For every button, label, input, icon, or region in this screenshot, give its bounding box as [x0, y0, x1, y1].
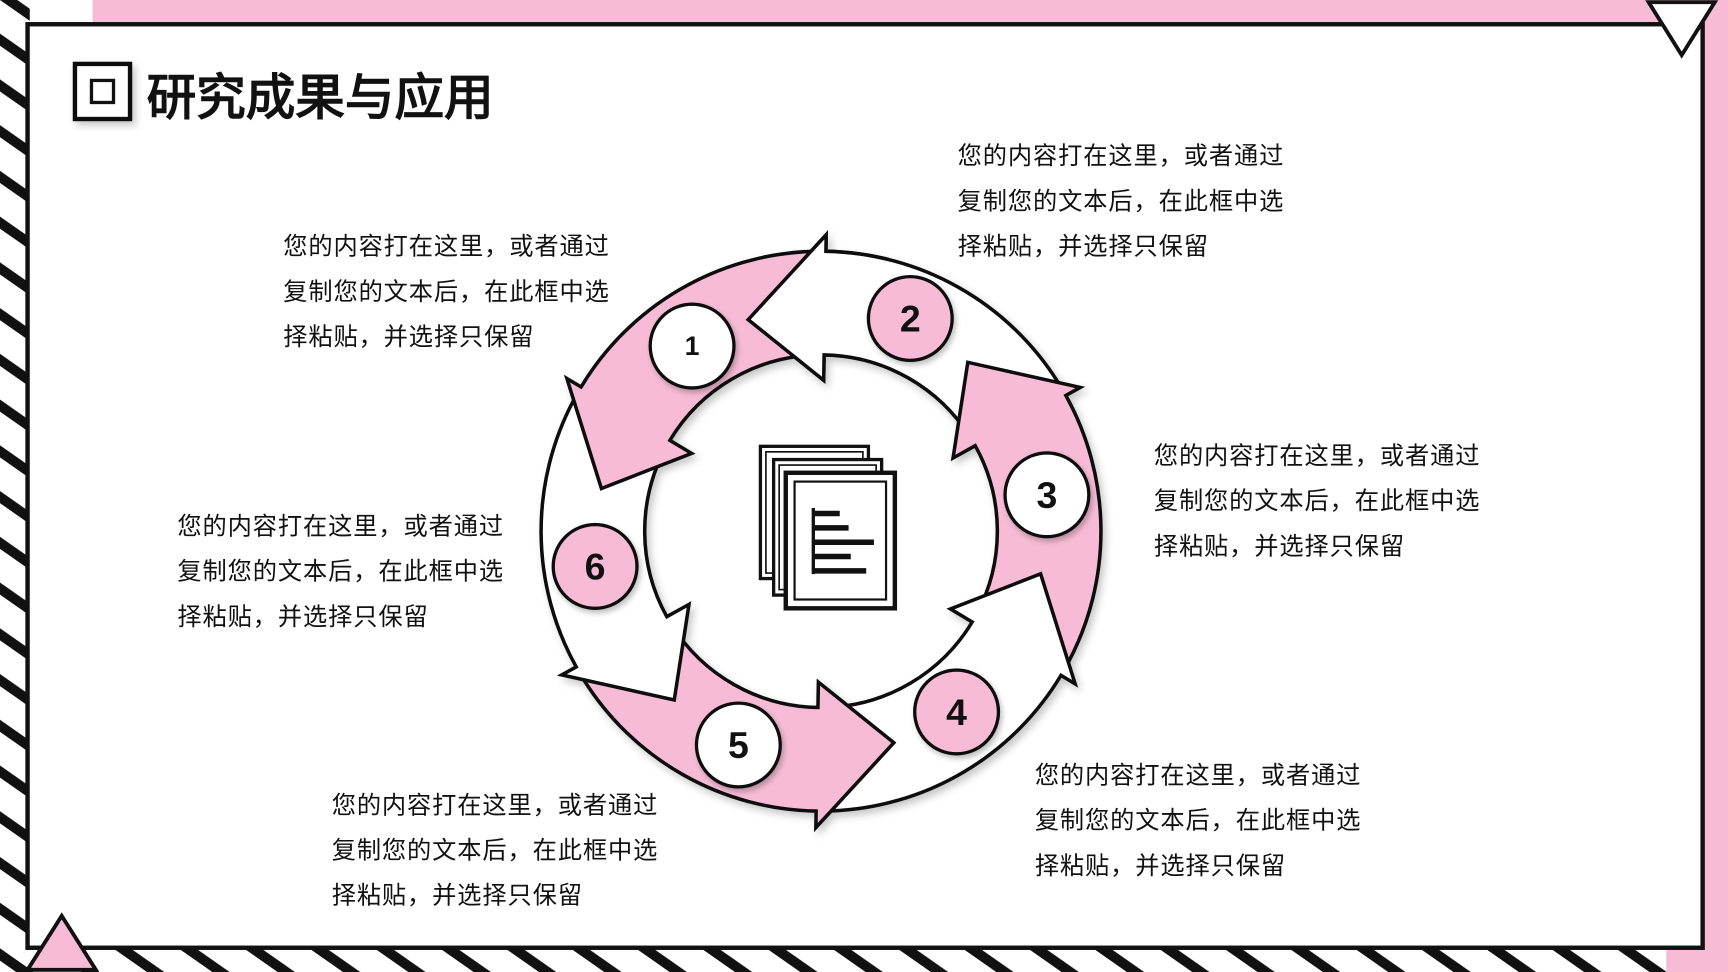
triangle-up-icon: [24, 912, 100, 972]
step-description-line: 择粘贴，并选择只保留: [958, 232, 1209, 261]
square-bullet-outer: [72, 61, 133, 122]
step-number: 4: [946, 691, 967, 733]
document-page-front: [783, 470, 898, 611]
step-description-line: 复制您的文本后，在此框中选: [1035, 806, 1362, 835]
step-badge-circle: [866, 274, 954, 363]
step-number: 2: [900, 297, 921, 339]
step-description-line: 择粘贴，并选择只保留: [332, 881, 583, 910]
step-description-line: 择粘贴，并选择只保留: [177, 602, 428, 631]
step-number: 5: [728, 724, 749, 766]
step-number: 3: [1037, 474, 1058, 516]
left-stripes: [0, 0, 30, 972]
step-badge-circle: [551, 522, 639, 610]
step-description-line: 您的内容打在这里，或者通过: [177, 511, 504, 540]
step-badge-circle: [694, 701, 782, 789]
square-bullet-icon: [72, 61, 133, 122]
step-description-line: 复制您的文本后，在此框中选: [177, 557, 504, 586]
triangle-down-icon: [1645, 0, 1719, 59]
step-description-line: 您的内容打在这里，或者通过: [958, 141, 1285, 170]
step-description-line: 复制您的文本后，在此框中选: [332, 835, 659, 864]
step-description-line: 您的内容打在这里，或者通过: [1154, 441, 1481, 470]
title-area: 研究成果与应用: [72, 61, 494, 127]
step-description-line: 择粘贴，并选择只保留: [1154, 531, 1405, 560]
square-bullet-inner: [89, 78, 116, 105]
document-page-front-border: [793, 480, 888, 601]
step-badge-circle: [648, 302, 736, 390]
step-5: 5 您的内容打在这里，或者通过 复制您的文本后，在此框中选 择粘贴，并选择只保留: [332, 701, 782, 910]
page-title: 研究成果与应用: [147, 69, 494, 127]
step-number: 6: [585, 545, 606, 587]
step-4: 4 您的内容打在这里，或者通过 复制您的文本后，在此框中选 择粘贴，并选择只保留: [913, 668, 1362, 880]
step-description-line: 您的内容打在这里，或者通过: [332, 790, 659, 819]
right-pink-band: [1700, 0, 1728, 972]
step-3: 3 您的内容打在这里，或者通过 复制您的文本后，在此框中选 择粘贴，并选择只保留: [1003, 441, 1481, 560]
step-description-line: 您的内容打在这里，或者通过: [1035, 761, 1362, 790]
step-description-line: 择粘贴，并选择只保留: [283, 322, 534, 351]
step-badge-circle: [913, 668, 1001, 756]
step-badge-circle: [1003, 451, 1091, 539]
step-description-line: 您的内容打在这里，或者通过: [283, 232, 610, 261]
step-2: 2 您的内容打在这里，或者通过 复制您的文本后，在此框中选 择粘贴，并选择只保留: [866, 141, 1285, 363]
step-description-line: 择粘贴，并选择只保留: [1035, 851, 1286, 880]
step-description-line: 复制您的文本后，在此框中选: [1154, 486, 1481, 515]
step-number: 1: [685, 331, 700, 361]
document-stack-icon: [758, 444, 898, 611]
step-1: 1 您的内容打在这里，或者通过 复制您的文本后，在此框中选 择粘贴，并选择只保留: [283, 232, 736, 390]
step-description-line: 复制您的文本后，在此框中选: [958, 186, 1285, 215]
step-6: 6 您的内容打在这里，或者通过 复制您的文本后，在此框中选 择粘贴，并选择只保留: [177, 511, 639, 631]
step-description-line: 复制您的文本后，在此框中选: [283, 277, 610, 306]
